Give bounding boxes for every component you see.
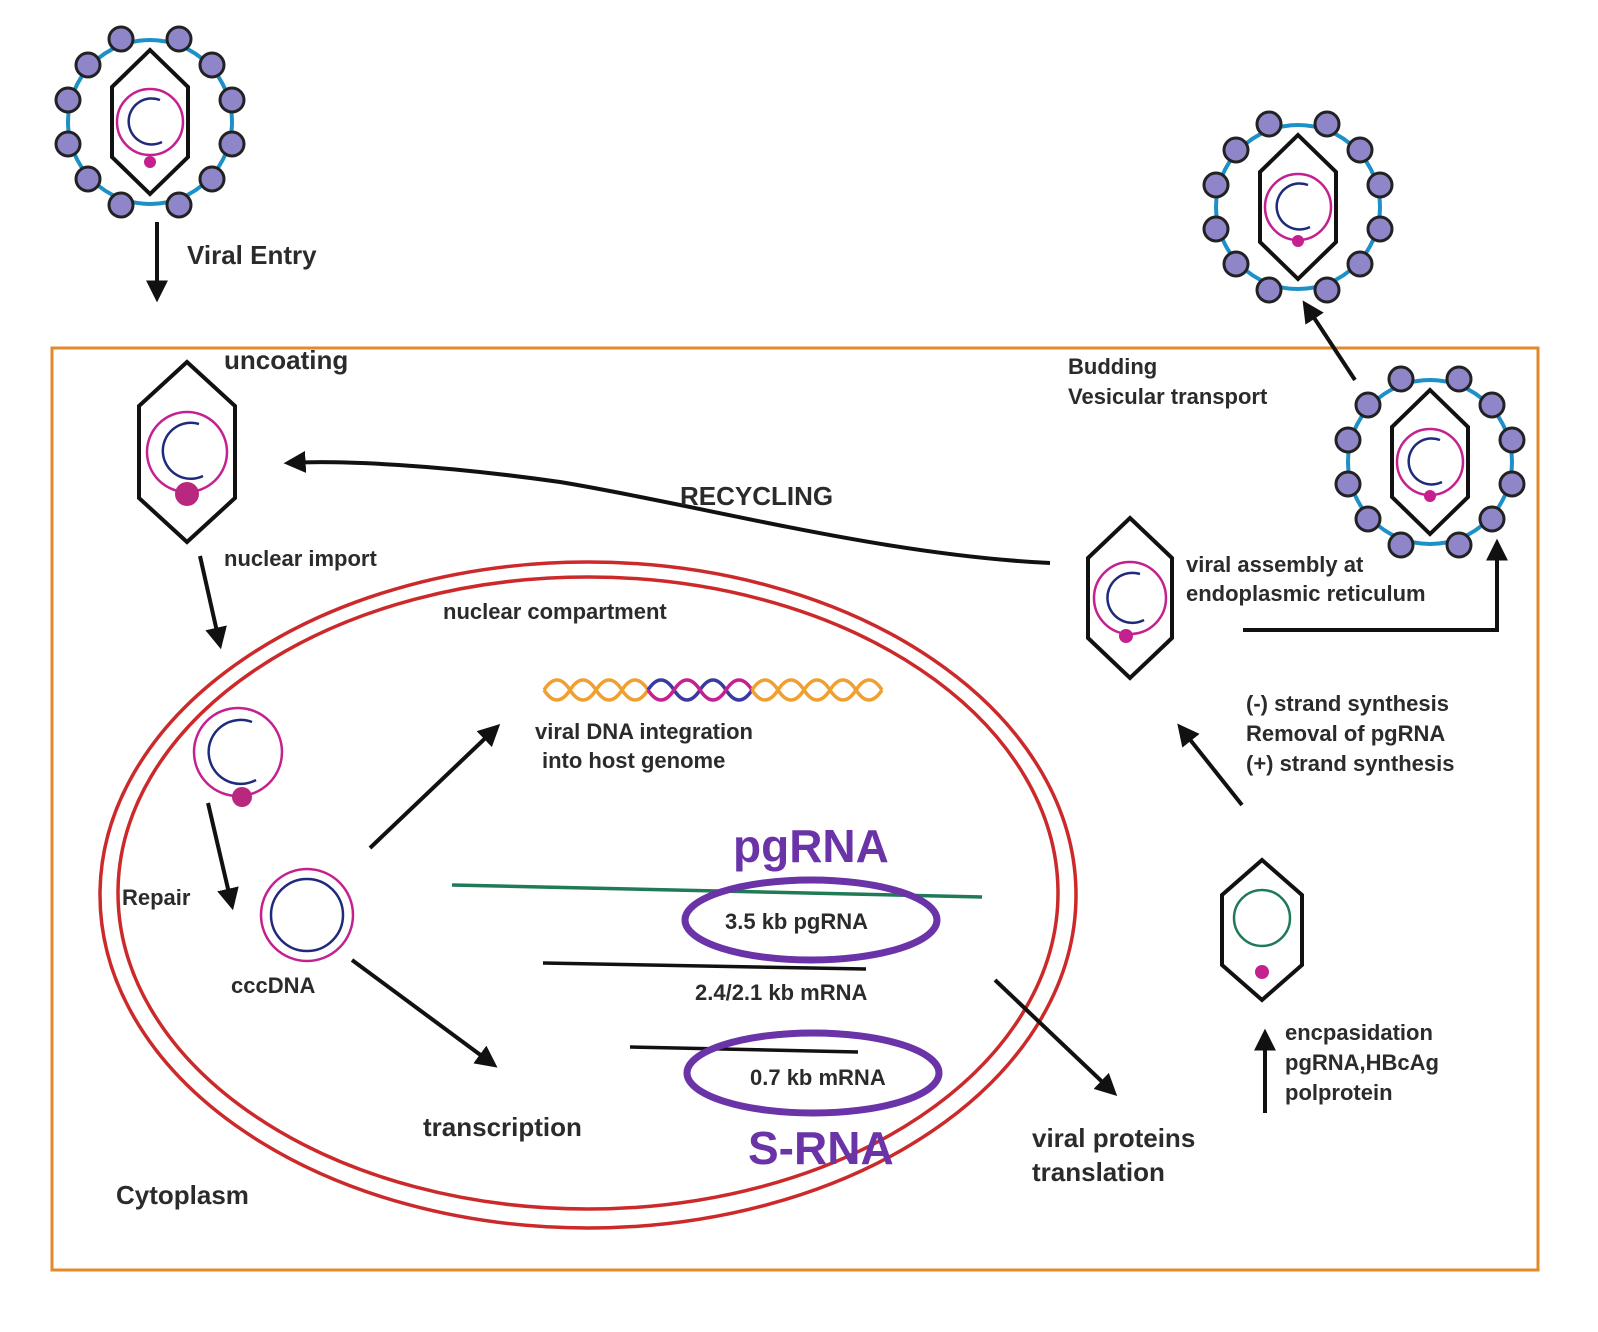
label-repair: Repair	[122, 885, 191, 910]
label-encapsidation-2: pgRNA,HBcAg	[1285, 1050, 1439, 1075]
srna-highlight-ellipse	[683, 1029, 943, 1117]
label-rna-07: 0.7 kb mRNA	[750, 1065, 886, 1090]
capsid-encapsidation	[1220, 857, 1304, 1003]
nuclear-membrane-outer	[98, 560, 1078, 1230]
capsid-uncoating	[137, 359, 237, 545]
rcdna-genome	[192, 706, 284, 807]
cccdna-genome	[259, 867, 355, 963]
label-viral-assembly-2: endoplasmic reticulum	[1186, 581, 1426, 606]
label-uncoating: uncoating	[224, 345, 349, 375]
label-rna-24: 2.4/2.1 kb mRNA	[695, 980, 868, 1005]
label-minus-strand: (-) strand synthesis	[1246, 691, 1449, 716]
label-viral-assembly-1: viral assembly at	[1186, 552, 1364, 577]
mrna-24-line	[542, 961, 867, 971]
arrow-to-budding	[1243, 538, 1508, 632]
label-viral-proteins-1: viral proteins	[1032, 1123, 1196, 1153]
virion-budding	[1334, 365, 1526, 559]
label-budding: Budding	[1068, 354, 1158, 379]
label-nuclear-import: nuclear import	[224, 546, 377, 571]
arrow-release	[1302, 300, 1357, 382]
arrow-repair	[206, 802, 239, 911]
label-viral-proteins-2: translation	[1032, 1157, 1165, 1187]
label-srna-title: S-RNA	[748, 1122, 894, 1174]
label-cytoplasm: Cytoplasm	[116, 1180, 249, 1210]
pgrna-highlight-ellipse	[681, 876, 941, 964]
label-plus-strand: (+) strand synthesis	[1246, 751, 1455, 776]
label-encapsidation-3: polprotein	[1285, 1080, 1393, 1105]
label-viral-entry: Viral Entry	[187, 240, 317, 270]
arrow-nuclear-import	[198, 555, 227, 650]
arrow-translation	[993, 978, 1118, 1097]
label-rna-35: 3.5 kb pgRNA	[725, 909, 869, 934]
label-encapsidation-1: encpasidation	[1285, 1020, 1433, 1045]
label-nuclear-compartment: nuclear compartment	[443, 599, 667, 624]
host-genome-helix	[542, 678, 884, 702]
label-recycling: RECYCLING	[680, 481, 834, 511]
arrow-transcription	[350, 958, 498, 1068]
label-integration-2: into host genome	[542, 748, 726, 773]
virion-released	[1202, 110, 1394, 304]
virion-entering	[54, 25, 246, 219]
label-vesicular-transport: Vesicular transport	[1068, 384, 1268, 409]
label-cccdna: cccDNA	[231, 973, 316, 998]
label-pgrna-title: pgRNA	[733, 820, 889, 872]
label-removal-pgrna: Removal of pgRNA	[1246, 721, 1446, 746]
arrow-recycling	[283, 451, 1051, 565]
capsid-assembly	[1086, 515, 1174, 681]
label-integration-1: viral DNA integration	[535, 719, 753, 744]
mrna-07-line	[629, 1045, 859, 1054]
label-transcription: transcription	[423, 1112, 582, 1142]
nuclear-membrane-inner	[116, 575, 1060, 1211]
cell-boundary	[50, 346, 1540, 1272]
arrow-reverse-transcription	[1177, 723, 1244, 807]
arrow-integration	[368, 723, 501, 850]
